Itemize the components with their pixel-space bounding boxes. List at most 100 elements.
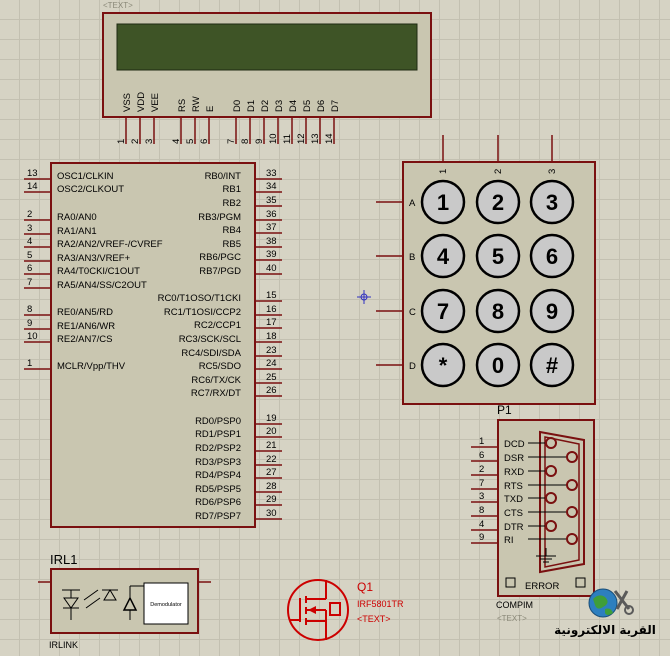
mcu-left-pin-number: 7 xyxy=(27,277,32,288)
lcd-pin-number: 5 xyxy=(185,139,196,144)
serial-pin-number: 8 xyxy=(479,505,484,516)
lcd-display[interactable]: <TEXT> VSS1VDD2VEE3RS4RW5E6D07D18D29D310… xyxy=(102,1,432,144)
keypad-key-7[interactable]: 7 xyxy=(420,288,466,334)
mcu-right-pin-name: RB7/PGD xyxy=(199,266,241,277)
lcd-pin-number: 13 xyxy=(310,133,321,144)
keypad-key-9[interactable]: 9 xyxy=(529,288,575,334)
keypad-row-label: B xyxy=(409,252,415,263)
mcu-right-pin-name: RC1/T1OSI/CCP2 xyxy=(164,307,241,318)
serial-pin-name: RI xyxy=(504,535,514,546)
db9-pin-icon xyxy=(545,437,557,449)
crosshair-marker-icon xyxy=(357,290,371,304)
mcu-left-pin-name: MCLR/Vpp/THV xyxy=(57,361,126,372)
keypad-key-8[interactable]: 8 xyxy=(475,288,521,334)
serial-pin-name: CTS xyxy=(504,508,523,519)
serial-pin-number: 4 xyxy=(479,519,484,530)
keypad-row-label: D xyxy=(409,361,416,372)
mcu-right-pin-name: RC2/CCP1 xyxy=(194,320,241,331)
mosfet-q1[interactable]: Q1 IRF5801TR <TEXT> xyxy=(287,579,404,641)
mcu-left-pin-number: 8 xyxy=(27,304,32,315)
lcd-pin-name: D7 xyxy=(330,100,341,112)
demodulator-label: Demodulator xyxy=(150,602,182,608)
mcu-left-pin-name: RA1/AN1 xyxy=(57,226,97,237)
mcu-left-pin-name: RA2/AN2/VREF-/CVREF xyxy=(57,239,163,250)
keypad-key-3[interactable]: 3 xyxy=(529,179,575,225)
lcd-pin-number: 7 xyxy=(226,139,237,144)
serial-pin-name: DSR xyxy=(504,453,524,464)
ir-led-icon xyxy=(62,589,101,620)
keypad-key-label: 1 xyxy=(437,190,449,215)
lcd-pin-number: 4 xyxy=(171,139,182,144)
keypad-key-5[interactable]: 5 xyxy=(475,233,521,279)
mcu-right-pin-name: RC4/SDI/SDA xyxy=(181,348,241,359)
mcu-left-pin-number: 13 xyxy=(27,168,38,179)
keypad-key-label: # xyxy=(546,353,558,378)
site-name: القرية الالكترونية xyxy=(554,623,656,637)
photodiode-icon xyxy=(102,585,146,620)
mcu-right-pin-number: 19 xyxy=(266,413,277,424)
mcu-right-pin-name: RB5 xyxy=(223,239,241,250)
keypad-key-2[interactable]: 2 xyxy=(475,179,521,225)
mcu-right-pin-number: 35 xyxy=(266,195,277,206)
keypad-key-6[interactable]: 6 xyxy=(529,233,575,279)
mcu-right-pin-name: RD1/PSP1 xyxy=(195,429,241,440)
lcd-pin-number: 10 xyxy=(268,133,279,144)
serial-pin-number: 7 xyxy=(479,478,484,489)
serial-label: <TEXT> xyxy=(497,614,527,623)
keypad-key-hash[interactable]: # xyxy=(529,342,575,388)
serial-pin-name: RTS xyxy=(504,481,523,492)
lcd-pin-name: D3 xyxy=(274,100,285,112)
db9-pin-icon xyxy=(566,533,578,545)
mcu-right-pin-number: 39 xyxy=(266,249,277,260)
mcu-right-pin-number: 20 xyxy=(266,426,277,437)
mcu-right-pin-number: 40 xyxy=(266,263,277,274)
keypad-key-label: 5 xyxy=(492,244,504,269)
lcd-pin-name: D4 xyxy=(288,100,299,112)
mcu-left-pin-name: RE1/AN6/WR xyxy=(57,321,115,332)
keypad-key-star[interactable]: * xyxy=(420,342,466,388)
error-indicator-icon xyxy=(505,577,516,588)
mcu-left-pin-name: RA4/T0CKI/C1OUT xyxy=(57,266,140,277)
site-logo: القرية الالكترونية xyxy=(545,585,670,656)
lcd-pin-name: VSS xyxy=(122,93,133,112)
mcu-right-pin-number: 24 xyxy=(266,358,277,369)
keypad-key-label: 0 xyxy=(492,353,504,378)
lcd-pin-number: 3 xyxy=(144,139,155,144)
mcu-left-pin-name: RA0/AN0 xyxy=(57,212,97,223)
lcd-pin-number: 1 xyxy=(116,139,127,144)
mcu-right-pin-name: RC6/TX/CK xyxy=(191,375,241,386)
mcu-right-pin-number: 26 xyxy=(266,385,277,396)
keypad-key-label: 8 xyxy=(492,299,504,324)
mcu-right-pin-number: 34 xyxy=(266,181,277,192)
keypad-key-4[interactable]: 4 xyxy=(420,233,466,279)
db9-pin-icon xyxy=(545,465,557,477)
keypad-key-label: 7 xyxy=(437,299,449,324)
mcu-right-pin-name: RB3/PGM xyxy=(198,212,241,223)
mcu-right-pin-name: RD2/PSP2 xyxy=(195,443,241,454)
mcu-right-pin-name: RC5/SDO xyxy=(199,361,241,372)
irl-part: IRLINK xyxy=(49,640,78,650)
keypad-key-0[interactable]: 0 xyxy=(475,342,521,388)
mcu-right-pin-name: RC7/RX/DT xyxy=(191,388,241,399)
lcd-pin-name: D5 xyxy=(302,100,313,112)
mcu-left-pin-number: 14 xyxy=(27,181,38,192)
irlink-module[interactable]: IRL1 Demodulator IRLINK xyxy=(38,552,211,650)
mcu-right-pin-number: 33 xyxy=(266,168,277,179)
mcu-right-pin-number: 22 xyxy=(266,454,277,465)
mcu-body xyxy=(50,162,256,528)
lcd-pins: VSS1VDD2VEE3RS4RW5E6D07D18D29D310D411D51… xyxy=(116,92,341,144)
serial-error-label: ERROR xyxy=(525,581,559,592)
serial-pin-number: 6 xyxy=(479,450,484,461)
lcd-pin-name: E xyxy=(205,106,216,112)
serial-pin-name: DCD xyxy=(504,439,525,450)
lcd-pin-number: 8 xyxy=(240,139,251,144)
mcu-right-pin-name: RD5/PSP5 xyxy=(195,484,241,495)
mcu-left-pin-number: 3 xyxy=(27,223,32,234)
keypad-key-1[interactable]: 1 xyxy=(420,179,466,225)
